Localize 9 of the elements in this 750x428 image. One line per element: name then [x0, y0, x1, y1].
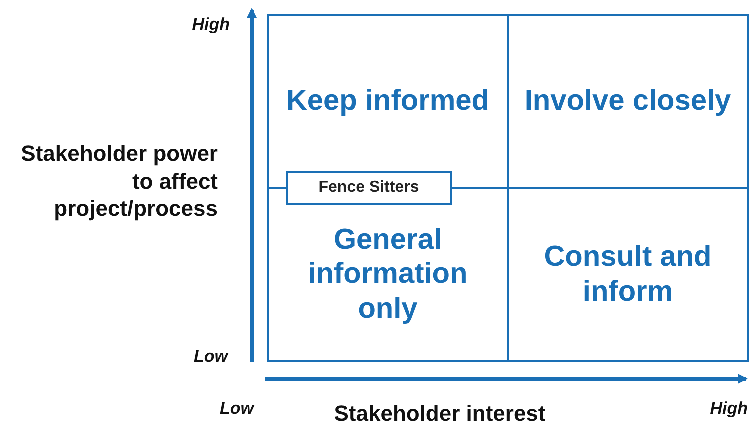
axis-label: Low [220, 398, 256, 420]
axis-title: Stakeholder power to affect project/process [20, 140, 218, 222]
axis-title: Stakeholder interest [333, 400, 547, 428]
category-box: Fence Sitters [286, 171, 452, 205]
quadrant-box: Consult and inform [507, 187, 749, 362]
axis-label: High [709, 398, 748, 420]
axis-label: High [191, 14, 230, 36]
quadrant-box: Involve closely [507, 14, 749, 189]
axis-label: Low [193, 346, 228, 368]
